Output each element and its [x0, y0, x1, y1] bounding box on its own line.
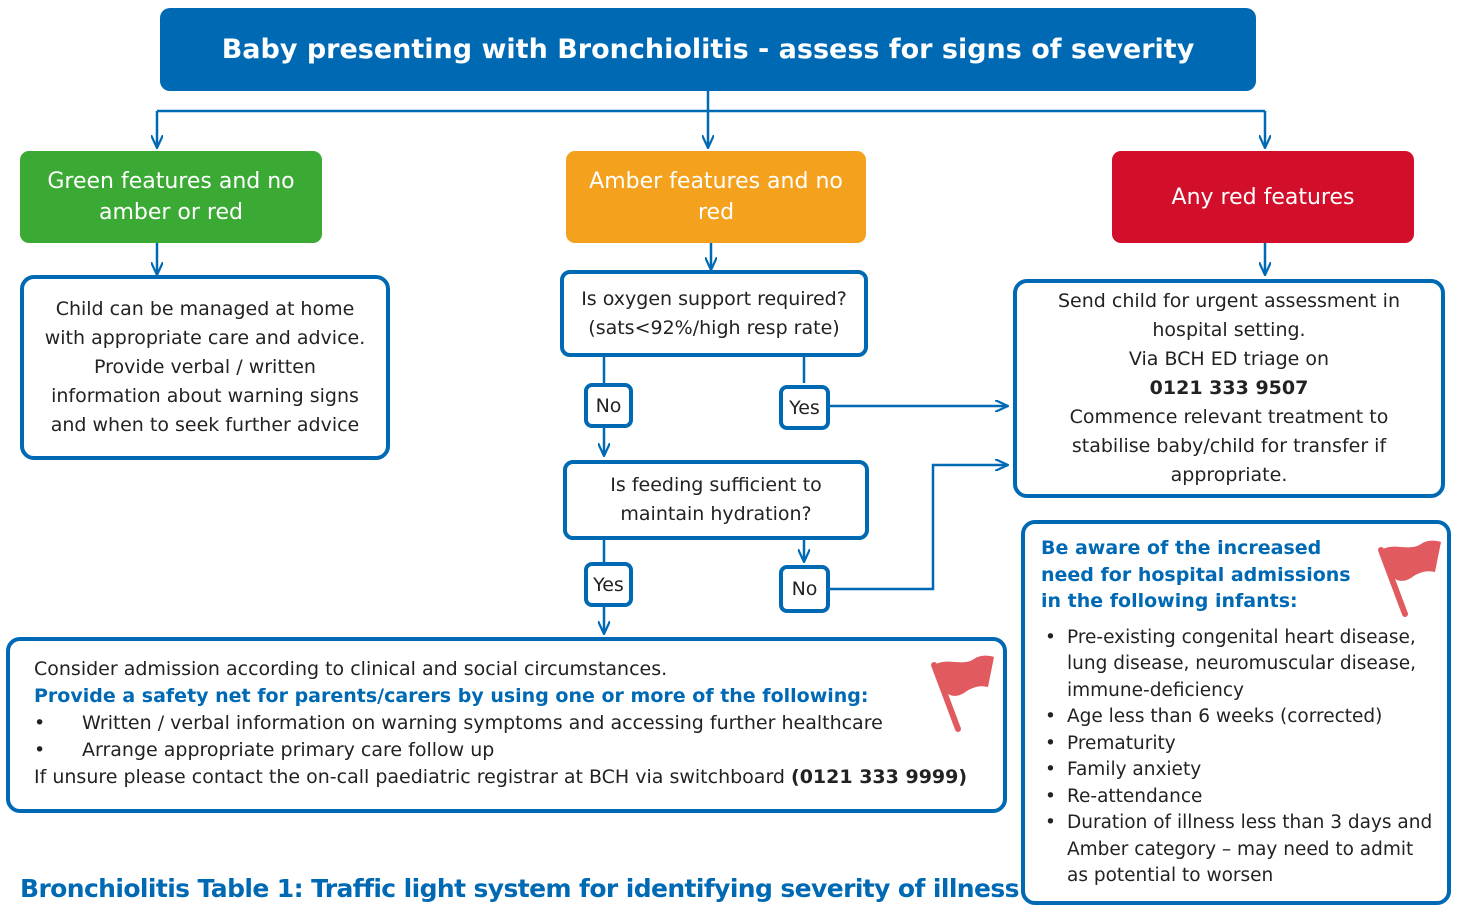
flag-icon — [1378, 540, 1441, 617]
red-outcome-phone: 0121 333 9507 — [1149, 377, 1309, 399]
advice-list: Written / verbal information on warning … — [34, 710, 979, 764]
no-label-feeding: No — [779, 565, 830, 613]
red-category: Any red features — [1112, 151, 1414, 243]
advice-bullet: Written / verbal information on warning … — [34, 710, 979, 737]
advice-contact-phone: (0121 333 9999) — [791, 766, 968, 788]
aware-bullet: Prematurity — [1041, 731, 1437, 758]
advice-heading: Provide a safety net for parents/carers … — [34, 685, 869, 707]
oxygen-question-line2: (sats<92%/high resp rate) — [588, 316, 840, 339]
aware-list: Pre-existing congenital heart disease, l… — [1041, 625, 1437, 890]
yes-label-oxygen: Yes — [779, 385, 830, 430]
aware-bullet: Family anxiety — [1041, 757, 1437, 784]
green-category: Green features and no amber or red — [20, 151, 322, 243]
footer-title: Bronchiolitis Table 1: Traffic light sys… — [20, 874, 1020, 903]
main-title: Baby presenting with Bronchiolitis - ass… — [160, 8, 1256, 91]
advice-contact-text: If unsure please contact the on-call pae… — [34, 766, 785, 788]
feeding-question-line1: Is feeding sufficient to — [610, 474, 822, 496]
connector-no2-red — [830, 465, 1008, 591]
red-outcome-line3: Commence relevant treatment to stabilise… — [1069, 406, 1389, 486]
green-outcome-text: Child can be managed at home with approp… — [44, 298, 366, 436]
aware-bullet: Age less than 6 weeks (corrected) — [1041, 704, 1437, 731]
advice-box: Consider admission according to clinical… — [6, 637, 1007, 813]
amber-category: Amber features and no red — [566, 151, 866, 243]
red-outcome-box: Send child for urgent assessment in hosp… — [1013, 279, 1445, 498]
yes-label-feeding: Yes — [584, 562, 633, 607]
advice-bullet: Arrange appropriate primary care follow … — [34, 737, 979, 764]
aware-heading: Be aware of the increased need for hospi… — [1041, 537, 1351, 612]
no-label-oxygen: No — [584, 383, 633, 428]
aware-bullet: Pre-existing congenital heart disease, l… — [1041, 625, 1437, 705]
aware-bullet: Duration of illness less than 3 days and… — [1041, 810, 1437, 890]
green-outcome-box: Child can be managed at home with approp… — [20, 275, 390, 460]
oxygen-question-box: Is oxygen support required? (sats<92%/hi… — [560, 270, 868, 357]
advice-intro: Consider admission according to clinical… — [34, 658, 668, 680]
red-outcome-line2: Via BCH ED triage on — [1128, 348, 1330, 370]
red-outcome-line1: Send child for urgent assessment in hosp… — [1058, 290, 1400, 341]
feeding-question-line2: maintain hydration? — [620, 503, 812, 525]
advice-contact: If unsure please contact the on-call pae… — [34, 764, 979, 791]
oxygen-question-line1: Is oxygen support required? — [581, 287, 847, 310]
flag-icon — [931, 655, 994, 732]
aware-box: Be aware of the increased need for hospi… — [1021, 520, 1451, 905]
aware-bullet: Re-attendance — [1041, 784, 1437, 811]
feeding-question-box: Is feeding sufficient to maintain hydrat… — [563, 460, 869, 540]
